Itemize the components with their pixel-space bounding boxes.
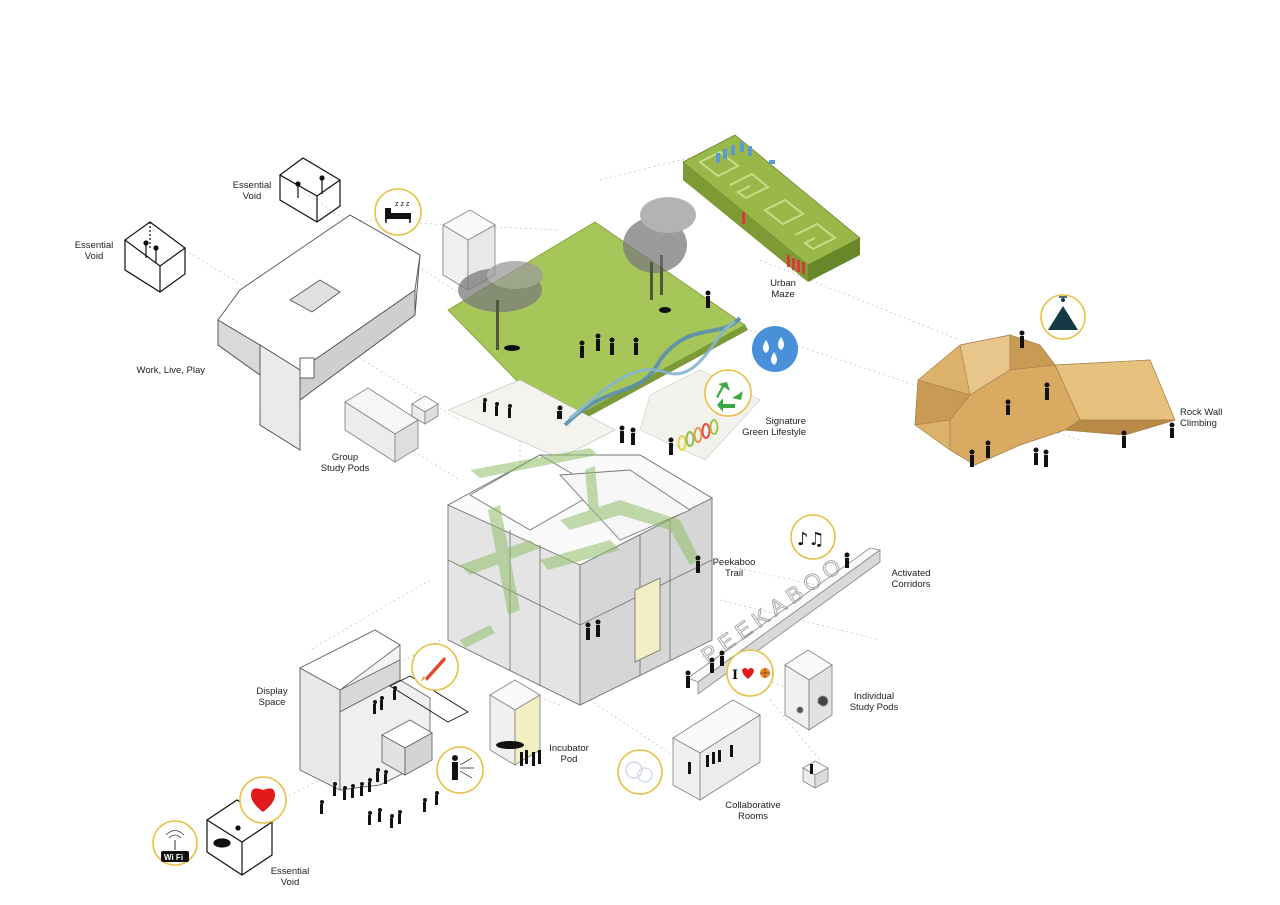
water-drops-icon xyxy=(752,326,798,372)
wifi-icon: Wi Fi xyxy=(152,820,198,866)
wifi-text: Wi Fi xyxy=(164,853,183,862)
maze-people xyxy=(716,142,805,274)
bubbles-icon xyxy=(617,749,663,795)
glass-tower xyxy=(442,209,496,291)
urban-maze xyxy=(682,134,861,282)
label-signature-green: Signature Green Lifestyle xyxy=(742,416,806,438)
label-urban-maze: Urban Maze xyxy=(770,278,796,300)
label-essential-void-c: Essential Void xyxy=(270,866,310,888)
trees xyxy=(458,197,696,350)
corridor-people xyxy=(685,552,850,688)
individual-study-pod xyxy=(784,649,833,731)
small-cube-pod xyxy=(802,760,829,789)
group-study-pods xyxy=(344,387,439,463)
work-live-play-block xyxy=(217,214,421,451)
label-display-space: Display Space xyxy=(256,686,288,708)
display-people xyxy=(320,686,439,828)
music-notes-icon: ♪♫ xyxy=(790,514,836,560)
mountain-climber-icon xyxy=(1040,294,1086,340)
essential-void-box-a xyxy=(123,221,187,293)
label-essential-void-b: Essential Void xyxy=(232,180,272,202)
label-work-live-play: Work, Live, Play xyxy=(136,365,205,376)
incubator-pod xyxy=(489,679,541,766)
display-space-building xyxy=(299,629,469,791)
label-activated-corridors: Activated Corridors xyxy=(891,568,931,590)
rock-people xyxy=(969,330,1175,467)
rocket-icon xyxy=(411,643,459,691)
ring-sculpture xyxy=(677,419,719,451)
label-collaborative-rooms: Collaborative Rooms xyxy=(725,800,781,822)
recycle-icon xyxy=(704,369,752,417)
central-building xyxy=(446,454,713,706)
svg-text:♪♫: ♪♫ xyxy=(797,529,825,550)
building-people xyxy=(585,555,701,640)
network-person-icon xyxy=(436,746,484,794)
label-peekaboo-trail: Peekaboo Trail xyxy=(712,557,756,579)
heart-icon xyxy=(239,776,287,824)
label-group-study-pods: Group Study Pods xyxy=(320,452,370,474)
peekaboo-trail-ribbon xyxy=(460,448,700,648)
collaborative-rooms xyxy=(672,699,761,801)
i-love-text: I xyxy=(732,668,738,683)
sleep-bed-icon: z z z xyxy=(374,188,422,236)
essential-void-box-b xyxy=(278,157,342,223)
label-essential-void-a: Essential Void xyxy=(74,240,114,262)
collab-people xyxy=(688,745,733,774)
label-rock-wall: Rock Wall Climbing xyxy=(1180,407,1223,429)
stream xyxy=(563,316,742,427)
incubator-people xyxy=(496,741,541,766)
label-individual-study-pods: Individual Study Pods xyxy=(849,691,899,713)
label-incubator-pod: Incubator Pod xyxy=(549,743,589,765)
i-love-basketball-icon: I xyxy=(726,649,774,697)
sleep-zzz: z z z xyxy=(395,201,410,208)
lawn-people xyxy=(483,290,711,455)
